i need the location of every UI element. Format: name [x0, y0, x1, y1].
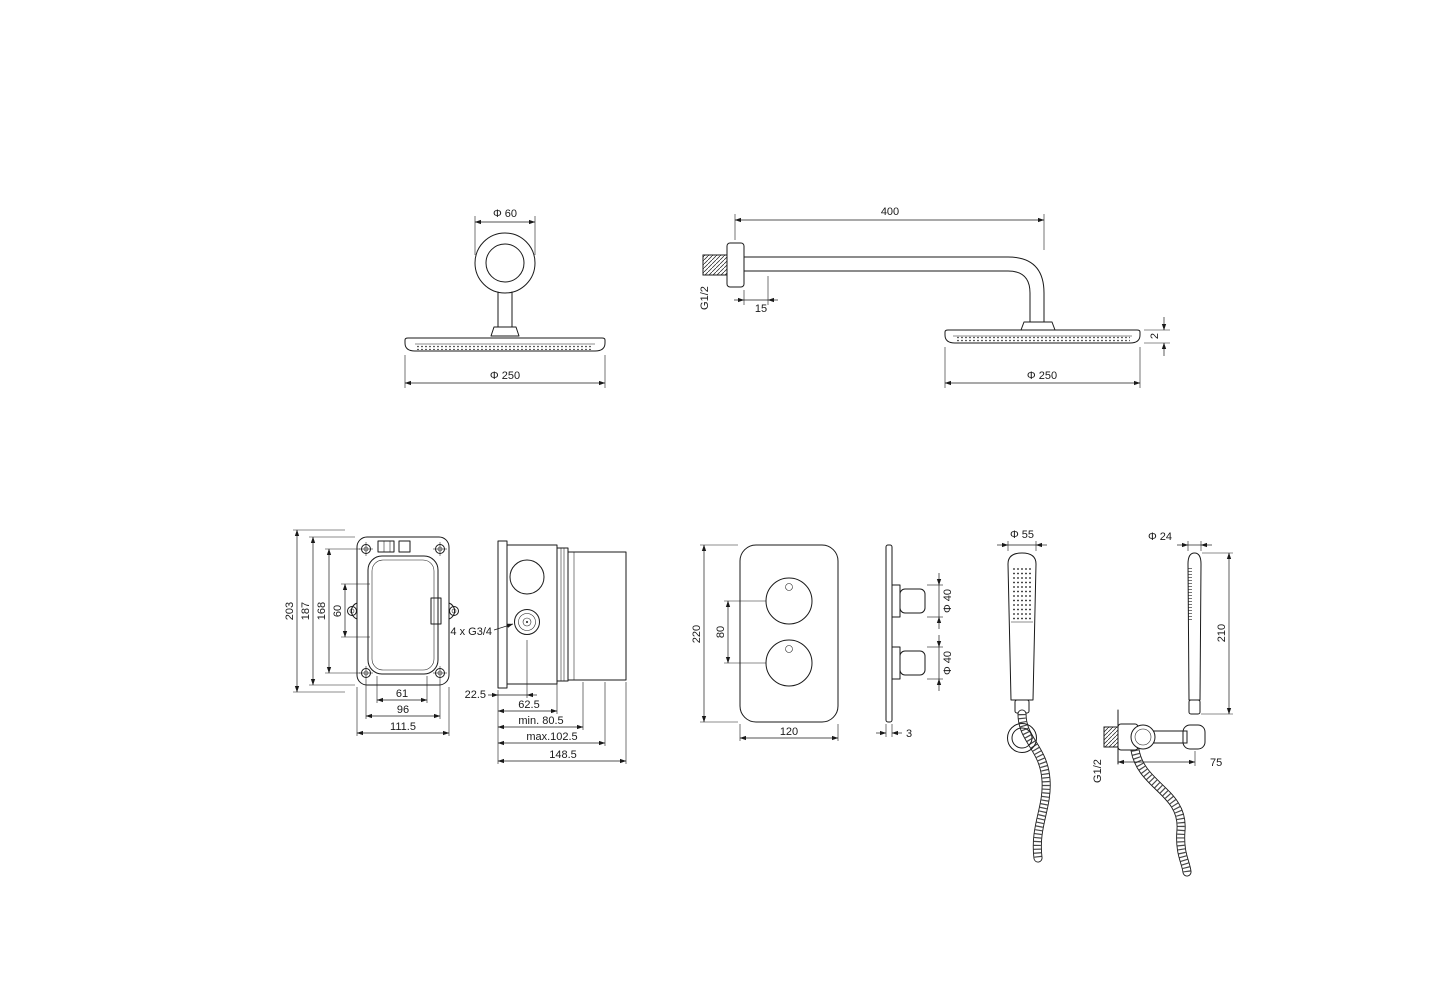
handshower-side-body	[1187, 552, 1202, 701]
dim-handshower-side-dia: Φ 24	[1148, 531, 1172, 543]
view-concealed-box-front: 203 187 168 60 61 96 111.5	[284, 529, 459, 736]
nozzle-band-side	[955, 336, 1130, 342]
dim-box-depth-1: 62.5	[518, 699, 539, 711]
dim-box-hole-spacing-v: 168	[316, 602, 328, 620]
wall-flange-outline	[474, 232, 536, 294]
dim-knob-dia-bottom: Φ 40	[942, 651, 954, 675]
view-trim-front: 220 80 120	[691, 544, 839, 741]
handshower-side-face	[1188, 566, 1192, 620]
dim-box-inner-spacing: 60	[332, 605, 344, 617]
handshower-spray-face	[1011, 566, 1033, 620]
box-top-clip-right	[398, 540, 411, 553]
view-hand-shower-front: Φ 55	[997, 529, 1051, 863]
dim-box-inner-width: 61	[396, 688, 408, 700]
dim-head-thickness: 2	[1149, 333, 1161, 339]
dim-flange-depth: 15	[755, 303, 767, 315]
dim-box-total-height: 203	[284, 602, 296, 620]
shower-head-profile-side	[944, 329, 1141, 344]
box-side-port-outer	[514, 609, 540, 635]
box-side-plate	[497, 540, 508, 689]
wall-flange-inner	[485, 243, 525, 283]
view-overhead-shower-front: Φ 60 Φ 250	[404, 208, 606, 388]
trim-knob-top	[765, 577, 813, 625]
dim-box-plate-height: 187	[300, 602, 312, 620]
trim-knob-top-side	[891, 584, 901, 618]
dim-trim-height: 220	[691, 625, 703, 643]
holder-clamp	[1182, 724, 1206, 750]
box-side-top-port	[509, 559, 545, 595]
trim-knob-bottom	[765, 639, 813, 687]
dim-box-plate-width: 111.5	[390, 721, 416, 733]
dim-trim-thickness: 3	[906, 728, 912, 740]
dim-trim-knob-spacing: 80	[715, 626, 727, 638]
arm-thread-stub	[702, 254, 728, 276]
dim-head-flange-dia: Φ 60	[493, 208, 517, 220]
box-inner-frame	[367, 555, 439, 675]
outlet-flange	[1130, 724, 1156, 750]
dim-arm-length: 400	[881, 206, 899, 218]
nozzle-band	[417, 344, 593, 350]
dim-outlet-offset: 75	[1210, 757, 1222, 769]
handshower-side-nut	[1188, 699, 1201, 715]
arm-tube-inner	[743, 270, 1031, 323]
dim-head-dia: Φ 250	[490, 370, 520, 382]
dim-handshower-length: 210	[1216, 624, 1228, 642]
trim-plate-side	[885, 544, 893, 723]
dim-box-depth-max: max.102.5	[526, 731, 577, 743]
holder-ring-outer	[1007, 723, 1037, 753]
arm-wall-flange	[726, 242, 745, 288]
label-arm-thread: G1/2	[699, 286, 711, 310]
dim-handshower-head-dia: Φ 55	[1010, 529, 1034, 541]
box-screw-holes	[347, 542, 459, 680]
view-trim-side: Φ 40 Φ 40 3	[876, 544, 954, 740]
holder-ring-inner	[1011, 727, 1033, 749]
arm-tube-outer	[743, 256, 1045, 323]
trim-plate	[739, 544, 839, 723]
box-side-clamp	[430, 597, 442, 625]
view-shower-arm-side: 400 G1/2 15 Φ 250 2	[699, 206, 1170, 388]
view-hand-shower-side: Φ 24 G1/2 75 210	[1092, 531, 1233, 877]
arm-nut	[490, 326, 520, 337]
dim-box-total-depth: 148.5	[549, 749, 577, 761]
trim-knob-bottom-side	[891, 646, 901, 680]
box-side-housing	[567, 551, 627, 681]
outlet-thread-stub	[1103, 726, 1119, 748]
arm-head-nut	[1020, 321, 1056, 331]
dim-trim-width: 120	[780, 726, 798, 738]
label-box-ports: 4 x G3/4	[450, 626, 492, 638]
box-top-clip-left	[377, 540, 395, 553]
dim-arm-head-dia: Φ 250	[1027, 370, 1057, 382]
dim-box-hole-spacing-h: 96	[397, 704, 409, 716]
hose-side-ribs	[1131, 749, 1191, 873]
box-mounting-plate	[356, 536, 450, 686]
dim-knob-dia-top: Φ 40	[942, 589, 954, 613]
handshower-body	[1007, 552, 1037, 701]
dim-box-depth-min: min. 80.5	[518, 715, 563, 727]
shower-head-profile	[404, 337, 606, 352]
label-outlet-thread: G1/2	[1092, 759, 1104, 783]
dim-box-port-depth: 22.5	[465, 689, 486, 701]
view-concealed-box-side: 4 x G3/4 22.5 62.5 min. 80.5 max.102.5 1…	[450, 540, 627, 764]
